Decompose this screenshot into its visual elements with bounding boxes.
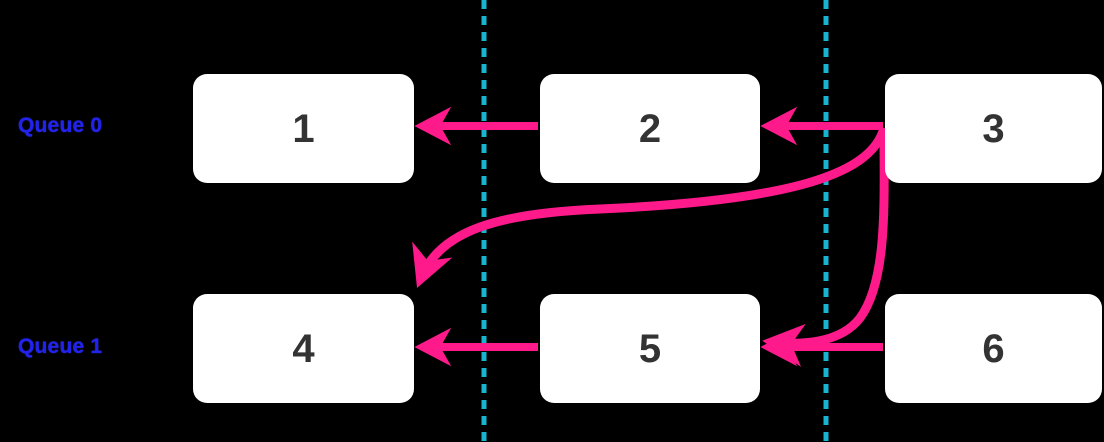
arrows-group — [412, 106, 889, 367]
divider-lines-group — [481, 0, 829, 442]
queue-row-label: Queue 0 — [18, 114, 103, 137]
queue-item-box-5[interactable]: 5 — [540, 294, 760, 403]
queue-item-number: 3 — [982, 106, 1005, 151]
queue-item-number: 6 — [982, 326, 1005, 371]
arrow-3-to-4-curved — [412, 126, 889, 289]
queue-item-box-6[interactable]: 6 — [885, 294, 1102, 403]
queue-row-label: Queue 1 — [18, 335, 103, 358]
queue-item-box-4[interactable]: 4 — [193, 294, 414, 403]
queue-item-box-3[interactable]: 3 — [885, 74, 1102, 183]
queue-item-number: 2 — [638, 106, 662, 151]
queue-item-box-2[interactable]: 2 — [540, 74, 760, 183]
arrow-3-to-5-curved — [762, 129, 889, 367]
queue-item-number: 1 — [292, 106, 315, 151]
queue-item-box-1[interactable]: 1 — [193, 74, 414, 183]
queue-item-number: 4 — [292, 326, 315, 371]
queue-item-number: 5 — [638, 326, 662, 371]
